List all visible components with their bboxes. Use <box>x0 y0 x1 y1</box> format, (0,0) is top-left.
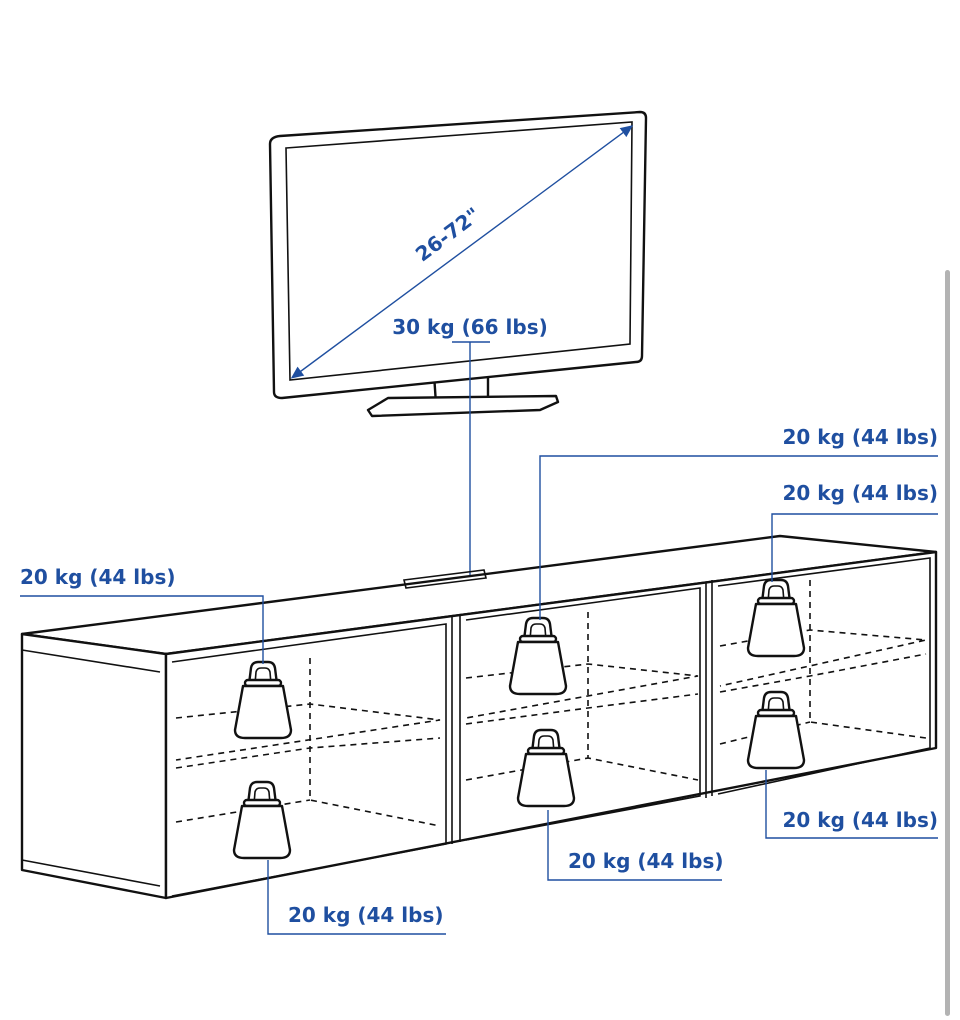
bench-left-side <box>20 632 168 900</box>
load-label-left-top: 20 kg (44 lbs) <box>20 565 176 589</box>
leader-right-top <box>771 513 938 582</box>
tv-bench <box>20 534 938 900</box>
cable-outlet <box>403 569 487 589</box>
tv-stand-base <box>366 394 560 418</box>
vertical-scrollbar[interactable] <box>945 270 950 1016</box>
leader-right-bottom <box>765 770 938 839</box>
leader-left-top <box>20 595 264 664</box>
load-label-middle-bottom: 20 kg (44 lbs) <box>568 849 724 873</box>
leader-middle-bottom <box>547 810 722 881</box>
bench-front <box>164 550 938 900</box>
load-label-middle-top: 20 kg (44 lbs) <box>782 425 938 449</box>
load-label-left-bottom: 20 kg (44 lbs) <box>288 903 444 927</box>
tv-load-label: 30 kg (66 lbs) <box>392 315 548 339</box>
load-label-right-bottom: 20 kg (44 lbs) <box>782 808 938 832</box>
tv-diagonal-arrow <box>290 125 634 379</box>
leader-middle-top <box>539 455 938 620</box>
leader-left-bottom <box>267 860 446 935</box>
load-label-right-top: 20 kg (44 lbs) <box>782 481 938 505</box>
